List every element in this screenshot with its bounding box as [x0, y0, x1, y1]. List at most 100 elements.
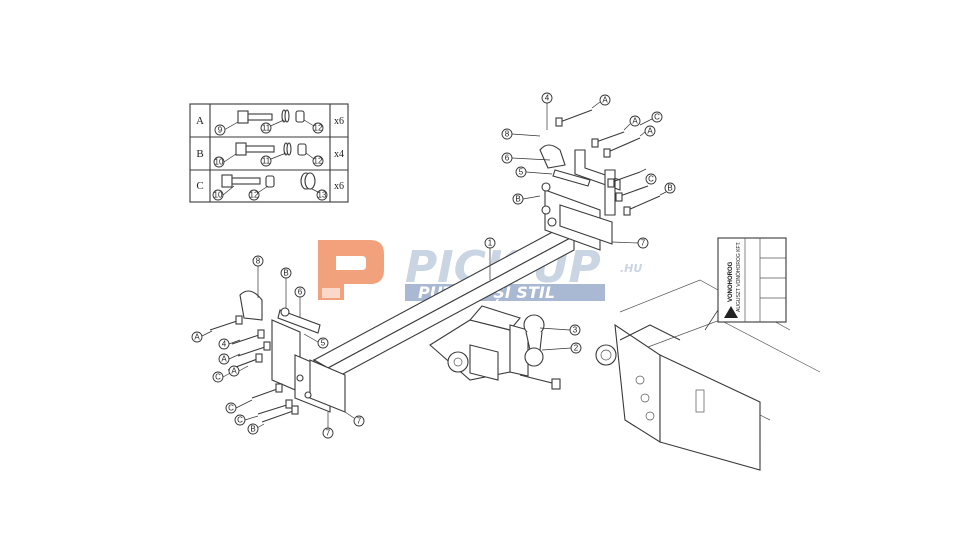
table-row-c-qty: x6 [334, 181, 344, 192]
table-row-b-letter: B [196, 148, 203, 160]
svg-text:A: A [602, 96, 608, 105]
tow-ball-assembly [429, 305, 561, 390]
svg-text:A: A [221, 355, 227, 364]
svg-text:6: 6 [505, 154, 510, 163]
callout-table-12: 12 [312, 122, 324, 134]
table-row-b-qty: x4 [334, 149, 344, 160]
callout-nut-right: 5 [515, 166, 527, 178]
callout-nut-left: 5 [317, 337, 329, 349]
callout-bolt-c-left-1: C [212, 371, 224, 383]
svg-text:10: 10 [215, 158, 224, 167]
callout-table-9: 9 [214, 124, 226, 136]
svg-text:4: 4 [545, 94, 550, 103]
bolt-10c-drawing [221, 174, 261, 188]
svg-text:B: B [250, 425, 255, 434]
callout-washer-right: 8 [501, 128, 513, 140]
svg-text:8: 8 [256, 257, 261, 266]
callout-ball: 2 [570, 342, 582, 354]
callout-bolt-a-left-3: A [228, 365, 240, 377]
table-row-c-letter: C [196, 180, 203, 192]
svg-text:12: 12 [314, 124, 323, 133]
callout-bolt-b-left-bottom: B [247, 423, 259, 435]
svg-text:7: 7 [357, 417, 362, 426]
svg-text:8: 8 [505, 130, 510, 139]
vehicle-id-label: VONOHOROG AUGUSZT VONÓHOROG KFT. [704, 237, 787, 331]
svg-text:2: 2 [574, 344, 579, 353]
left-bolts [209, 315, 299, 423]
svg-text:7: 7 [641, 239, 646, 248]
callout-bolt-c-left-2: C [225, 402, 237, 414]
svg-text:C: C [215, 373, 221, 382]
callout-table-11b: 11 [260, 155, 272, 167]
nut-12b-drawing [297, 143, 307, 156]
callout-bolt-b-right-2: B [664, 182, 676, 194]
svg-text:5: 5 [321, 339, 326, 348]
right-bracket [539, 144, 621, 251]
callout-bolt-b-right-1: B [512, 193, 524, 205]
svg-text:A: A [231, 367, 237, 376]
svg-text:B: B [283, 269, 288, 278]
callout-bolt-a-right-3: A [644, 125, 656, 137]
callout-bolt-a-left-2: A [218, 353, 230, 365]
table-row-a-qty: x6 [334, 116, 344, 127]
callout-bolt-c-left-3: C [234, 414, 246, 426]
callout-bracket-left: 4 [218, 338, 230, 350]
label-brand: VONOHOROG [728, 261, 734, 302]
svg-text:B: B [667, 184, 672, 193]
callout-table-12c: 12 [248, 189, 260, 201]
svg-text:B: B [515, 195, 520, 204]
svg-text:A: A [194, 333, 200, 342]
callout-table-10: 10 [213, 156, 225, 168]
parts-table: A x6 B x4 C x6 [189, 103, 349, 203]
svg-text:C: C [237, 416, 243, 425]
bolt-9-drawing [237, 110, 273, 124]
washer-11-drawing [281, 109, 290, 123]
nut-12c-drawing [265, 175, 275, 188]
nut-12-drawing [295, 110, 305, 123]
svg-text:12: 12 [314, 157, 323, 166]
washer-13-drawing [300, 172, 316, 190]
svg-text:11: 11 [262, 157, 271, 166]
callout-plate-left-1: 7 [322, 427, 334, 439]
svg-text:3: 3 [573, 326, 578, 335]
svg-text:11: 11 [262, 124, 271, 133]
bolt-10-drawing [235, 142, 275, 156]
callout-table-11: 11 [260, 122, 272, 134]
callout-plate-left-2: 7 [353, 415, 365, 427]
svg-text:A: A [632, 117, 638, 126]
right-bolts [555, 109, 661, 216]
pick-up-logo-icon [318, 240, 384, 300]
svg-text:10: 10 [214, 191, 223, 200]
callout-strap-left: 6 [294, 286, 306, 298]
svg-text:7: 7 [326, 429, 331, 438]
svg-text:5: 5 [519, 168, 524, 177]
svg-text:9: 9 [218, 126, 223, 135]
vehicle-frame-detail [595, 279, 821, 471]
callout-table-12b: 12 [312, 155, 324, 167]
callout-bolt-b-left-top: B [280, 267, 292, 279]
left-bracket [239, 290, 346, 413]
svg-text:C: C [654, 113, 660, 122]
callout-bolt-c-right-1: C [651, 111, 663, 123]
callout-table-13: 13 [316, 189, 328, 201]
callout-bolt-a-right-2: A [629, 115, 641, 127]
table-row-a-letter: A [196, 115, 204, 127]
svg-text:6: 6 [298, 288, 303, 297]
callout-bolt-a-right-1: A [599, 94, 611, 106]
svg-text:1: 1 [488, 239, 493, 248]
svg-text:13: 13 [318, 191, 327, 200]
socket-plate [447, 351, 469, 373]
svg-text:C: C [648, 175, 654, 184]
callout-socket-plate: 3 [569, 324, 581, 336]
svg-text:4: 4 [222, 340, 227, 349]
watermark-tld: .HU [620, 262, 642, 275]
callout-table-10c: 10 [212, 189, 224, 201]
callout-bracket-top: 4 [541, 92, 553, 104]
callout-bolt-a-left-1: A [191, 331, 203, 343]
svg-text:C: C [228, 404, 234, 413]
svg-text:12: 12 [250, 191, 259, 200]
vonohorog-logo-icon [724, 306, 738, 318]
svg-text:A: A [647, 127, 653, 136]
callout-washer-left: 8 [252, 255, 264, 267]
